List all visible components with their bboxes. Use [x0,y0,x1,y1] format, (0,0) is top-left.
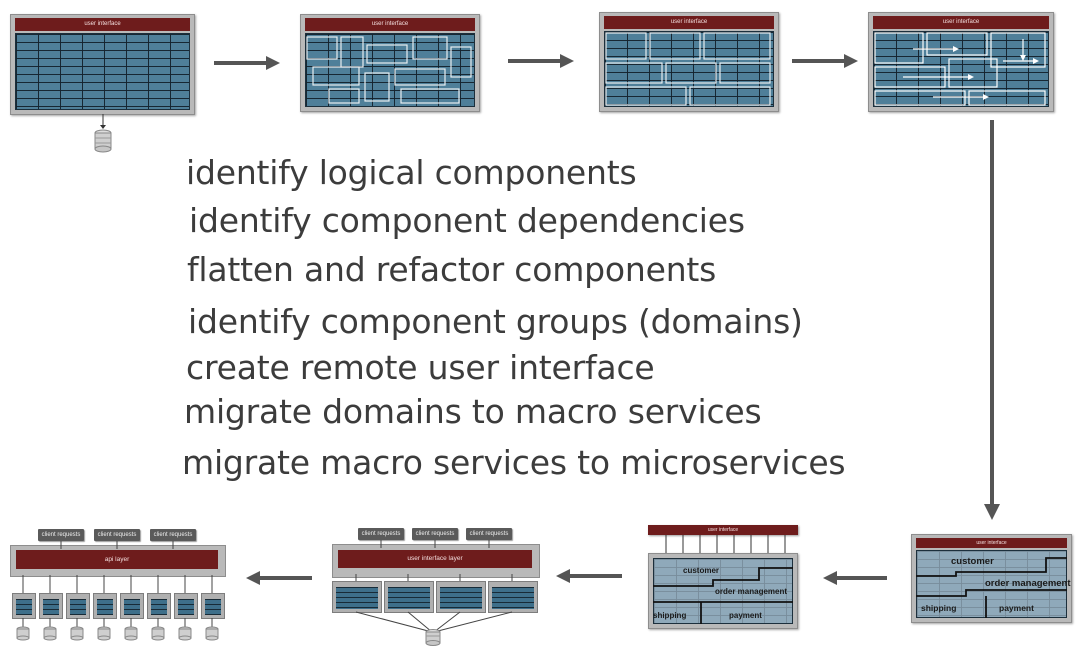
down-arrow-icon [984,120,1000,520]
database-icon [425,629,441,646]
microservice [39,593,63,619]
user-interface-layer: user interface layer [338,550,532,568]
client-requests-box: client requests [150,529,196,541]
client-requests-box: client requests [94,529,140,541]
client-requests-box: client requests [358,528,404,540]
domain-payment: payment [729,611,762,620]
stage-8-microservices: client requests client requests client r… [8,527,228,645]
step-identify-component-dependencies: identify component dependencies [189,201,745,240]
step-create-remote-ui: create remote user interface [186,348,655,387]
service-connectors [355,540,513,646]
client-requests-box: client requests [466,528,512,540]
ui-bar-label: user interface [305,18,475,31]
left-arrow-icon [556,569,622,583]
macro-service [488,581,538,613]
ui-bar-label: user interface [873,16,1049,29]
client-requests-box: client requests [38,529,84,541]
module-grid [873,31,1049,107]
microservice-connectors [60,541,174,549]
module-grid [604,31,774,107]
macro-service [332,581,382,613]
microservice [12,593,36,619]
domain-borders [916,557,1067,618]
domain-borders [653,567,793,624]
domain-box: customer order management shipping payme… [648,553,798,629]
domain-customer: customer [951,556,994,567]
database-icon [94,114,112,153]
stage-4-dependencies: user interface [868,12,1054,112]
component-borders [605,32,771,106]
domain-payment: payment [999,603,1034,613]
domain-customer: customer [683,566,720,575]
microservice [147,593,171,619]
step-migrate-domains: migrate domains to macro services [184,392,762,431]
stage-3-flattened: user interface [599,12,779,112]
right-arrow-icon [508,54,574,68]
stage-6-remote-ui: user interface customer order management… [648,525,798,629]
microservice [174,593,198,619]
macro-service [436,581,486,613]
api-layer: api layer [16,550,218,569]
module-grid [15,33,190,110]
domain-grid [916,550,1067,618]
stage-1-monolith: user interface [10,14,195,115]
stage-2-components: user interface [300,14,480,112]
domain-shipping: shipping [653,611,687,620]
microservice [66,593,90,619]
left-arrow-icon [246,571,312,585]
stage-5-domains: user interface customer order management… [911,534,1072,623]
ui-bar-label: user interface [648,525,798,535]
macro-service [384,581,434,613]
step-identify-component-groups: identify component groups (domains) [188,302,803,341]
left-arrow-icon [823,571,887,585]
microservice [201,593,225,619]
ui-connectors [665,535,786,555]
step-migrate-macro-services: migrate macro services to microservices [182,443,846,482]
stage-7-macro-services: client requests client requests client r… [330,526,540,646]
domain-order-management: order management [985,578,1071,589]
step-flatten-and-refactor: flatten and refactor components [187,250,717,289]
ui-bar-label: user interface [604,16,774,29]
step-identify-logical-components: identify logical components [186,153,637,192]
ui-bar-label: user interface [15,18,190,31]
microservice [120,593,144,619]
right-arrow-icon [214,56,280,70]
microservice [93,593,117,619]
module-grid [305,33,475,107]
client-requests-box: client requests [412,528,458,540]
microservice-databases [16,575,219,641]
domain-order-management: order management [715,587,788,596]
ui-bar-label: user interface [916,538,1067,548]
component-borders [306,36,472,104]
right-arrow-icon [792,54,858,68]
dependency-arrows [874,32,1046,106]
domain-shipping: shipping [921,603,957,613]
